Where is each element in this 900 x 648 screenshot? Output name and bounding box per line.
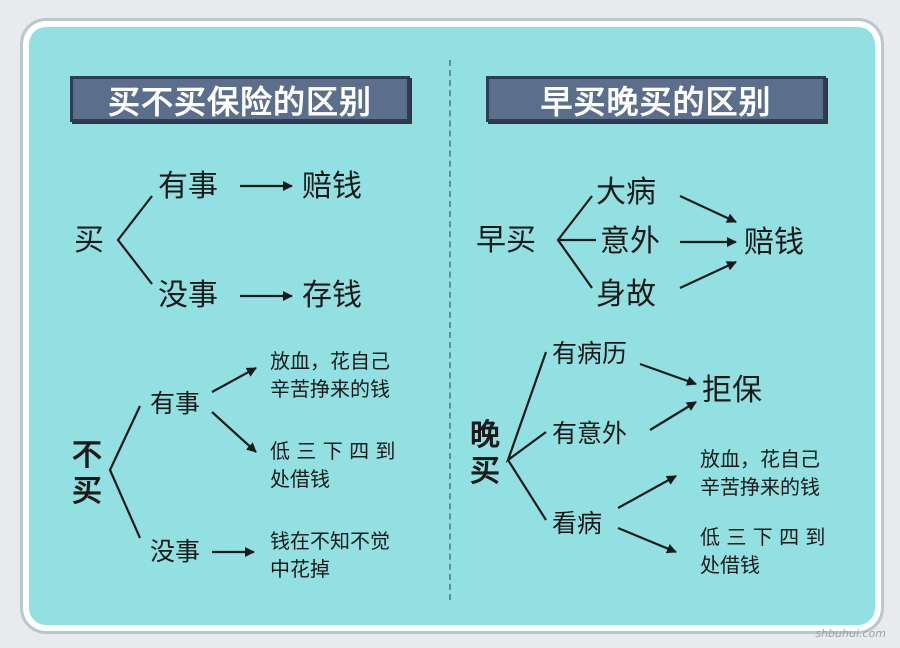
late-c2-arrow — [649, 401, 697, 431]
late-result1-line1: 放血，花自己 — [700, 447, 820, 471]
buy-none-result: 存钱 — [302, 278, 362, 313]
center-divider — [449, 60, 451, 600]
nobuy-none-label: 没事 — [150, 537, 201, 566]
late-case-2: 有意外 — [552, 419, 628, 448]
late-label: 晚买 — [470, 418, 500, 489]
late-case-1: 有病历 — [552, 339, 628, 368]
late-result2-line2: 处借钱 — [700, 553, 760, 577]
late-refuse: 拒保 — [702, 373, 762, 408]
late-c3-arrow-1 — [617, 475, 677, 509]
early-result: 赔钱 — [744, 225, 804, 260]
late-c1-arrow — [639, 362, 697, 386]
nobuy-incident-arrow-1 — [211, 367, 257, 393]
late-c3-arrow-2 — [617, 526, 677, 554]
buy-incident-label: 有事 — [158, 169, 218, 204]
nobuy-none-result-line1: 钱在不知不觉 — [270, 529, 390, 553]
buy-none-label: 没事 — [158, 278, 218, 313]
early-case-1: 大病 — [596, 175, 656, 210]
left-title: 买不买保险的区别 — [70, 76, 410, 122]
nobuy-none-result-line2: 中花掉 — [270, 557, 330, 581]
late-result2-line1: 低 三 下 四 到 — [700, 525, 826, 549]
nobuy-branch-lines — [108, 405, 142, 539]
nobuy-incident-result2-line1: 低 三 下 四 到 — [270, 439, 396, 463]
nobuy-incident-label: 有事 — [150, 389, 201, 418]
early-branch-lines — [556, 195, 593, 289]
early-c3-arrow — [679, 261, 737, 289]
nobuy-incident-result1-line2: 辛苦挣来的钱 — [270, 377, 390, 401]
late-result1-line2: 辛苦挣来的钱 — [700, 475, 820, 499]
early-case-3: 身故 — [596, 277, 656, 312]
nobuy-label: 不买 — [72, 438, 102, 509]
buy-incident-result: 赔钱 — [302, 169, 362, 204]
buy-label: 买 — [74, 223, 104, 258]
late-branch-lines — [505, 351, 548, 464]
early-label: 早买 — [476, 223, 536, 258]
early-case-2: 意外 — [600, 224, 660, 259]
early-c1-arrow — [679, 195, 737, 223]
late-c3-link — [507, 459, 547, 521]
watermark: shbuhui.com — [815, 627, 886, 640]
buy-branch-lines — [116, 195, 153, 285]
right-title: 早买晚买的区别 — [486, 76, 826, 122]
nobuy-incident-result2-line2: 处借钱 — [270, 467, 330, 491]
late-case-3: 看病 — [552, 509, 603, 538]
nobuy-incident-result1-line1: 放血，花自己 — [270, 349, 390, 373]
nobuy-incident-arrow-2 — [211, 411, 257, 453]
